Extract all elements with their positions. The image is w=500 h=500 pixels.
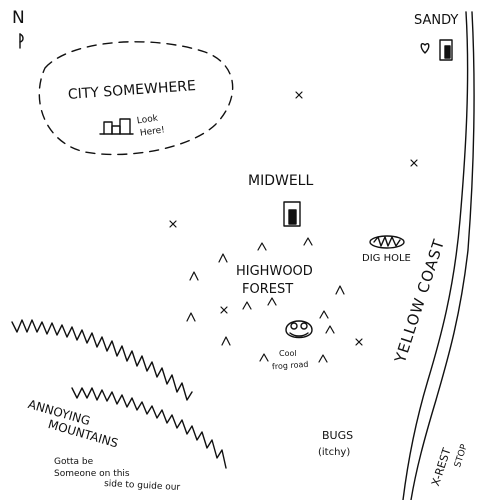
dig-hole-label: DIG HOLE (362, 253, 411, 264)
dig-hole-icon (369, 235, 405, 249)
mountain-note-line-1: Gotta be (54, 457, 94, 467)
sandy-label: SANDY (414, 13, 459, 28)
mountain-note-line-2: Someone on this (54, 469, 130, 479)
midwell-building-icon (283, 201, 301, 227)
frog-icon (285, 320, 313, 339)
forest-label-line-2: FOREST (242, 282, 294, 297)
city-buildings-icon (99, 118, 134, 135)
forest-tree-marks (186, 237, 345, 363)
north-arrow-icon (19, 33, 24, 49)
x-marks (169, 91, 418, 346)
heart-icon (420, 43, 430, 54)
frog-label-line-1: Cool (279, 349, 297, 358)
midwell-label: MIDWELL (248, 173, 314, 189)
forest-label-line-1: HIGHWOOD (236, 264, 313, 279)
city-boundary (38, 41, 234, 156)
bugs-note: (itchy) (318, 447, 351, 458)
sandy-building-icon (439, 39, 453, 61)
mountain-range-lower (71, 387, 227, 469)
north-label: N (12, 8, 25, 28)
mountain-range-upper (11, 319, 193, 401)
bugs-label: BUGS (322, 429, 354, 442)
coastline-shading (410, 11, 475, 500)
coastline (402, 11, 469, 500)
